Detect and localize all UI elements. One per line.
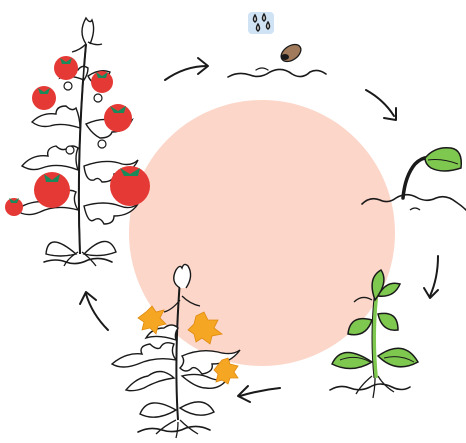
tomato-icon bbox=[91, 71, 113, 93]
soil-line bbox=[228, 69, 326, 77]
arrow-icon bbox=[366, 90, 396, 120]
tomato-icon bbox=[34, 172, 70, 208]
arrow-icon bbox=[165, 58, 208, 80]
water-drops-icon bbox=[248, 12, 274, 34]
tomato-icon bbox=[5, 198, 23, 216]
arrow-icon bbox=[80, 292, 108, 330]
tomato-icon bbox=[104, 104, 132, 132]
arrow-icon bbox=[238, 386, 280, 402]
tomato-icon bbox=[110, 166, 150, 206]
seed-icon bbox=[278, 41, 304, 65]
soil-line bbox=[330, 384, 410, 390]
seed-stage bbox=[228, 12, 326, 77]
soil-line bbox=[138, 426, 210, 432]
tomato-icon bbox=[54, 56, 78, 80]
sprout-leaf-icon bbox=[425, 148, 461, 171]
arrow-icon bbox=[424, 256, 438, 298]
tomato-icon bbox=[32, 86, 56, 110]
tomato-plant-stage bbox=[5, 18, 150, 266]
soil-line bbox=[44, 258, 112, 263]
